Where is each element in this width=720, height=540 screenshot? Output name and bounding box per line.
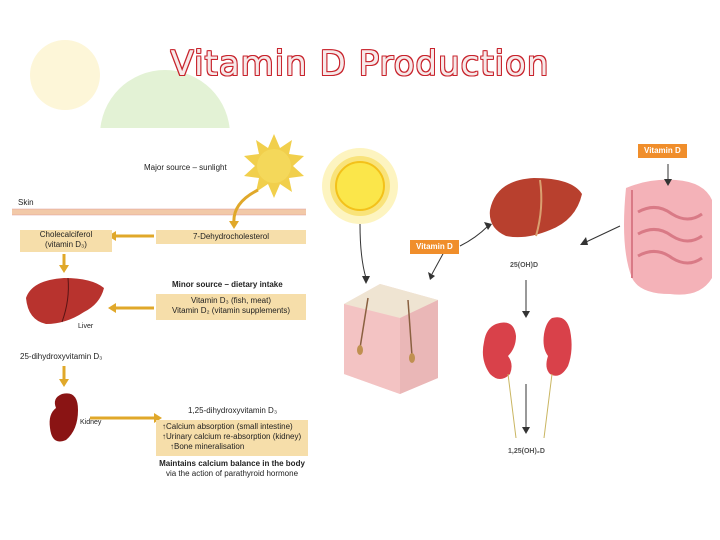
arrow-sun-to-skin-right (359, 223, 367, 279)
oh25-label: 25(OH)D (510, 262, 539, 269)
vitamin-d-label-top: Vitamin D (638, 144, 687, 158)
skin-block-icon (344, 284, 438, 394)
dihydroxy125-label: 1,25-dihydroxyvitamin D₃ (188, 406, 278, 415)
kidney-icon (49, 393, 78, 442)
kidney-right-icon (543, 317, 572, 376)
via-label: via the action of parathyroid hormone (165, 469, 299, 478)
hydroxy25-label: 25-dihydroxyvitamin D₃ (20, 352, 103, 361)
maintains-label: Maintains calcium balance in the body (159, 459, 305, 468)
dietary-line2: Vitamin D₂ (vitamin supplements) (171, 306, 291, 315)
right-diagram: Vitamin D Vitamin D 25(OH)D 1,25(OH)₂D (320, 128, 720, 486)
arrow-label-to-skin (431, 251, 445, 275)
liver-icon (26, 278, 104, 324)
liver-organ-icon (489, 178, 582, 238)
liver-label: Liver (78, 323, 94, 330)
arrow-label-to-liver (459, 225, 489, 247)
dietary-box: Vitamin D₃ (fish, meat) Vitamin D₂ (vita… (156, 294, 306, 320)
left-diagram-graphics (12, 134, 306, 442)
right-diagram-graphics (322, 148, 712, 439)
cholecalciferol-line1: Cholecalciferol (39, 230, 93, 239)
cholecalciferol-line2: (vitamin D₃) (45, 240, 87, 249)
oh125-label: 1,25(OH)₂D (508, 448, 545, 455)
effect-bone-mineralisation: ↑Bone mineralisation (170, 442, 245, 451)
intestine-icon (624, 179, 712, 295)
kidney-left-icon (482, 322, 516, 379)
background-blob-yellow (30, 40, 100, 110)
minor-source-label: Minor source – dietary intake (172, 280, 283, 289)
arrow-sun-to-skin (232, 188, 259, 225)
effect-urinary-reabsorption: ↑Urinary calcium re-absorption (kidney) (162, 432, 302, 441)
left-diagram: Major source – sunlight Skin Cholecalcif… (12, 128, 320, 486)
skin-label: Skin (18, 198, 34, 207)
cholecalciferol-box: Cholecalciferol (vitamin D₃) (20, 230, 112, 252)
kidney-label: Kidney (80, 419, 102, 426)
sun-icon-left (244, 134, 304, 198)
dehydrocholesterol-text: 7-Dehydrocholesterol (192, 232, 270, 241)
effects-box: ↑Calcium absorption (small intestine) ↑U… (156, 420, 308, 456)
dietary-line1: Vitamin D₃ (fish, meat) (190, 296, 272, 305)
arrow-intestine-to-liver (585, 225, 621, 243)
slide-title: Vitamin D Production (170, 44, 550, 84)
major-source-label: Major source – sunlight (144, 163, 227, 172)
dehydrocholesterol-box: 7-Dehydrocholesterol (156, 230, 306, 244)
vitamin-d-label-left: Vitamin D (410, 240, 459, 254)
effect-calcium-absorption: ↑Calcium absorption (small intestine) (162, 422, 293, 431)
skin-band (12, 209, 306, 215)
sun-icon-right (322, 148, 398, 224)
